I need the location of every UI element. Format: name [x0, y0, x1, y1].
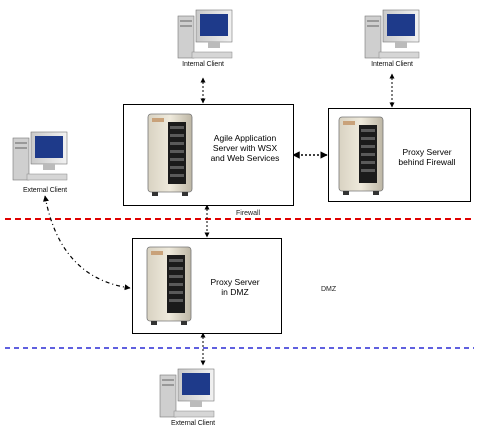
- desktop-computer-icon: [177, 9, 233, 59]
- client-top-right-label: Internal Client: [371, 61, 413, 68]
- server-tower-icon: [147, 113, 193, 196]
- server-tower-icon: [146, 246, 192, 325]
- proxy-firewall-label: Proxy Server behind Firewall: [398, 147, 456, 167]
- desktop-computer-icon: [12, 131, 68, 181]
- dmz-zone-label: DMZ: [321, 286, 337, 293]
- server-tower-icon: [338, 116, 384, 195]
- proxy-dmz-box: Proxy Server in DMZ: [132, 238, 282, 334]
- client-top-left-label: Internal Client: [182, 61, 224, 68]
- client-bottom-label: External Client: [170, 420, 216, 427]
- firewall-zone-label: Firewall: [236, 210, 261, 217]
- proxy-firewall-box: Proxy Server behind Firewall: [328, 108, 471, 202]
- app-server-label: Agile Application Server with WSX and We…: [210, 133, 280, 163]
- proxy-dmz-label: Proxy Server in DMZ: [210, 277, 260, 297]
- desktop-computer-icon: [364, 9, 420, 59]
- app-server-box: Agile Application Server with WSX and We…: [123, 104, 294, 206]
- client-left-label: External Client: [22, 187, 68, 194]
- link-client-left-to-proxy-dmz: [43, 195, 131, 291]
- desktop-computer-icon: [159, 368, 215, 418]
